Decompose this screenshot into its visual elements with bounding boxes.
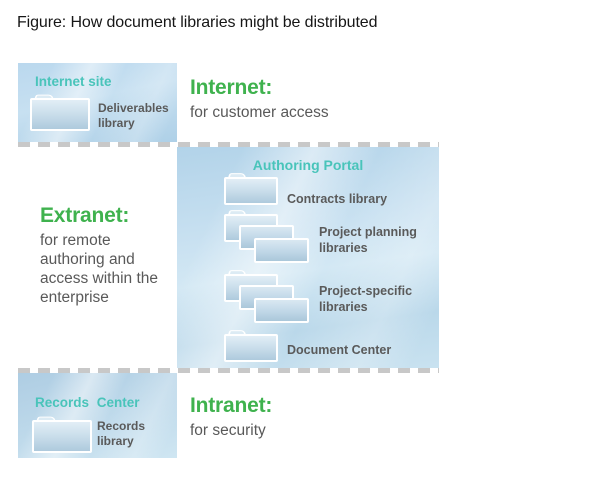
project-specific-libraries-label: Project-specific libraries <box>319 284 413 314</box>
document-center-label: Document Center <box>287 343 392 357</box>
folder-body <box>224 334 278 362</box>
extranet-zone-label: Extranet: for remote authoring and acces… <box>40 204 162 307</box>
folder-body <box>32 420 92 453</box>
stacked-folder-icon <box>254 238 309 263</box>
folder-body <box>30 98 90 131</box>
contracts-library-label: Contracts library <box>287 192 388 206</box>
extranet-zone-description: for remote authoring and access within t… <box>40 232 159 306</box>
contracts-library-folder-icon <box>224 170 278 205</box>
internet-site-box: Internet site Deliverables library <box>18 63 177 142</box>
authoring-portal-box: Authoring Portal Contracts library Proje… <box>177 147 439 368</box>
figure-title: Figure: How document libraries might be … <box>17 14 378 31</box>
folder-body <box>224 177 278 205</box>
internet-zone-label: Internet: for customer access <box>190 76 329 122</box>
authoring-portal-heading: Authoring Portal <box>252 157 364 173</box>
document-center-folder-icon <box>224 327 278 362</box>
records-center-heading: Records Center <box>35 395 140 410</box>
intranet-zone-heading: Intranet: <box>190 394 273 417</box>
records-center-box: Records Center Records library <box>18 373 177 458</box>
internet-zone-heading: Internet: <box>190 76 273 99</box>
deliverables-library-label: Deliverables library <box>98 101 169 130</box>
records-folder-icon <box>32 413 92 453</box>
extranet-zone-heading: Extranet: <box>40 204 130 227</box>
intranet-zone-description: for security <box>190 422 266 439</box>
intranet-zone-label: Intranet: for security <box>190 394 272 440</box>
internet-site-heading: Internet site <box>35 74 112 89</box>
deliverables-folder-icon <box>30 91 90 131</box>
dashed-divider-top <box>18 142 439 147</box>
records-library-label: Records library <box>97 419 146 448</box>
internet-zone-description: for customer access <box>190 104 329 121</box>
dashed-divider-bottom <box>18 368 439 373</box>
stacked-folder-icon <box>254 298 309 323</box>
project-planning-libraries-label: Project planning libraries <box>319 225 417 255</box>
